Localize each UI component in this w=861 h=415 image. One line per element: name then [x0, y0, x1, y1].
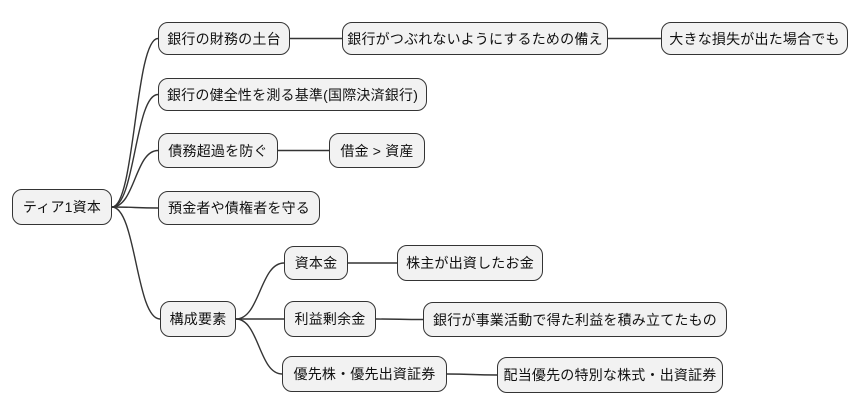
node-label: 銀行がつぶれないようにするための備え [347, 30, 603, 47]
node-label: 大きな損失が出た場合でも [669, 30, 840, 47]
node-capital: 資本金 [284, 246, 348, 280]
edge-components-preferred [235, 318, 283, 375]
node-label: 株主が出資したお金 [406, 255, 534, 271]
node-label: 銀行の健全性を測る基準(国際決済銀行) [166, 86, 419, 103]
node-label: 銀行の財務の土台 [167, 30, 281, 47]
node-label: 債務超過を防ぐ [168, 142, 268, 159]
node-label: 借金 > 資産 [340, 142, 414, 159]
edge-tier1-standard [111, 93, 159, 208]
node-standard: 銀行の健全性を測る基準(国際決済銀行) [158, 78, 427, 111]
node-insolvency: 債務超過を防ぐ [158, 133, 278, 168]
node-protect: 預金者や債権者を守る [158, 191, 320, 225]
node-label: 利益剰余金 [294, 311, 366, 327]
edge-retained-retained_desc [375, 318, 424, 321]
node-foundation: 銀行の財務の土台 [158, 22, 290, 55]
node-label: 銀行が事業活動で得た利益を積み立てたもの [433, 311, 717, 328]
node-retained_desc: 銀行が事業活動で得た利益を積み立てたもの [423, 302, 727, 337]
node-label: ティア1資本 [22, 199, 102, 215]
edge-tier1-protect [111, 206, 159, 209]
node-label: 配当優先の特別な株式・出資証券 [503, 367, 717, 383]
node-tier1: ティア1資本 [12, 189, 112, 225]
edge-tier1-foundation [111, 37, 159, 208]
edge-tier1-components [111, 206, 161, 320]
node-label: 優先株・優先出資証券 [293, 366, 436, 382]
node-debt: 借金 > 資産 [329, 133, 425, 168]
node-label: 構成要素 [169, 311, 227, 327]
node-loss: 大きな損失が出た場合でも [661, 22, 848, 55]
node-buffer: 銀行がつぶれないようにするための備え [342, 22, 608, 55]
node-label: 預金者や債権者を守る [168, 200, 310, 216]
edge-components-capital [235, 262, 285, 320]
edge-preferred-preferred_desc [446, 373, 498, 376]
node-preferred_desc: 配当優先の特別な株式・出資証券 [497, 357, 723, 393]
edge-tier1-insolvency [111, 149, 159, 208]
node-capital_desc: 株主が出資したお金 [397, 245, 543, 281]
node-components: 構成要素 [160, 301, 236, 337]
node-retained: 利益剰余金 [284, 301, 376, 337]
node-preferred: 優先株・優先出資証券 [282, 356, 447, 392]
node-label: 資本金 [294, 255, 338, 271]
